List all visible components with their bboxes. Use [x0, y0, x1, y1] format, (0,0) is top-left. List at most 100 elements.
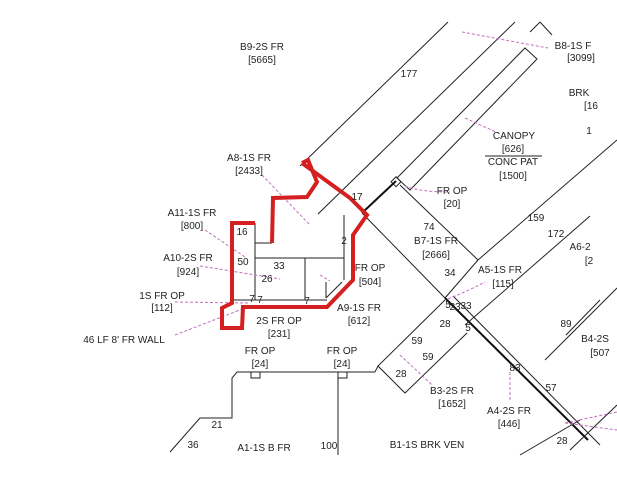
- wall-line: [325, 281, 343, 299]
- sketch-label: [1652]: [438, 399, 466, 410]
- leader-line: [564, 422, 617, 431]
- wall-line: [374, 365, 379, 373]
- sketch-label: 7: [304, 296, 310, 307]
- sketch-label: [24]: [252, 359, 269, 370]
- leader-line: [174, 307, 246, 336]
- sketch-label: 28: [556, 436, 568, 447]
- sketch-label: 50: [237, 257, 249, 268]
- sketch-label: 26: [261, 274, 273, 285]
- sketch-label: 59: [411, 336, 423, 347]
- leader-line: [174, 301, 251, 304]
- sketch-label: B4-2S: [581, 334, 609, 345]
- wall-line: [169, 371, 375, 453]
- sketch-label: 7: [257, 295, 263, 306]
- sketch-label: 33: [273, 261, 285, 272]
- sketch-label: 1: [586, 126, 592, 137]
- sketch-label: [612]: [348, 316, 370, 327]
- sketch-label: B1-1S BRK VEN: [390, 440, 464, 451]
- wall-line: [377, 299, 468, 394]
- sketch-label: [112]: [151, 303, 173, 314]
- sketch-label: FR OP: [245, 346, 276, 357]
- wall-line: [444, 259, 479, 299]
- subject-outline: [220, 161, 370, 330]
- sketch-label: B9-2S FR: [240, 42, 284, 53]
- wall-line: [299, 21, 449, 167]
- sketch-label: 33: [460, 301, 472, 312]
- sketch-label: 89: [560, 319, 572, 330]
- sketch-label: [2: [585, 256, 594, 267]
- sketch-label: 16: [236, 227, 248, 238]
- sketch-label: 1S FR OP: [139, 291, 185, 302]
- wall-line: [464, 215, 591, 326]
- sketch-label: B8-1S F: [555, 41, 592, 52]
- sketch-label: [5665]: [248, 55, 276, 66]
- sketch-label: 74: [423, 222, 435, 233]
- leader-line: [447, 281, 486, 300]
- sketch-label: B3-2S FR: [430, 386, 474, 397]
- sketch-label: 21: [211, 420, 223, 431]
- sketch-label: 17: [351, 192, 363, 203]
- sketch-label: 2: [341, 236, 347, 247]
- sketch-label: 34: [444, 268, 456, 279]
- sketch-label: 2S FR OP: [256, 316, 302, 327]
- sketch-label: 159: [528, 213, 545, 224]
- leader-line: [464, 117, 499, 134]
- sketch-label: A5-1S FR: [478, 265, 522, 276]
- sketch-label: [626]: [502, 144, 524, 155]
- leader-line: [204, 229, 246, 258]
- wall-line: [399, 184, 479, 261]
- sketch-label: 28: [395, 369, 407, 380]
- leader-line: [261, 174, 311, 226]
- wall-line: [477, 139, 617, 261]
- sketch-label: [800]: [181, 221, 203, 232]
- subject-outline: [270, 157, 320, 244]
- sketch-label: 23: [449, 302, 461, 313]
- sketch-lines: [169, 21, 617, 456]
- sketch-label: A11-1S FR: [168, 208, 217, 219]
- sketch-label: B7-1S FR: [414, 236, 458, 247]
- sketch-label: 83: [509, 363, 521, 374]
- sketch-label: [924]: [177, 267, 199, 278]
- sketch-label: 36: [187, 440, 199, 451]
- sketch-label: [24]: [334, 359, 351, 370]
- sketch-label: FR OP: [355, 263, 386, 274]
- sketch-label: 172: [548, 229, 565, 240]
- wall-line: [452, 295, 601, 446]
- wall-line: [565, 299, 601, 336]
- leader-line: [404, 185, 451, 193]
- fr-op-marker: [337, 371, 348, 379]
- sketch-label: 5: [465, 323, 471, 334]
- sketch-label: [20]: [444, 199, 461, 210]
- sketch-label: [504]: [359, 277, 381, 288]
- wall-line: [317, 21, 516, 215]
- sketch-label: [231]: [268, 329, 290, 340]
- sketch-label: A10-2S FR: [163, 253, 212, 264]
- leader-line: [564, 411, 617, 424]
- sketch-label: A1-1S B FR: [237, 443, 290, 454]
- wall-line: [361, 212, 446, 299]
- wall-line: [529, 21, 541, 33]
- sketch-label: CONC PAT: [488, 157, 538, 168]
- sketch-label: BRK: [569, 88, 590, 99]
- sketch-label: FR OP: [327, 346, 358, 357]
- wall-line: [539, 21, 553, 36]
- wall-line: [519, 419, 581, 456]
- leader-line: [461, 31, 549, 49]
- sketch-label: A9-1S FR: [337, 303, 381, 314]
- sketch-label: 28: [439, 319, 451, 330]
- sketch-label: 7: [249, 294, 255, 305]
- sketch-label: [446]: [498, 419, 520, 430]
- sketch-label: [2666]: [422, 250, 450, 261]
- sketch-label: 5: [445, 300, 451, 311]
- canopy-strip: [396, 47, 538, 191]
- wall-line: [361, 180, 397, 214]
- sketch-label: [3099]: [567, 53, 595, 64]
- sketch-label: 177: [401, 69, 418, 80]
- sketch-label: A4-2S FR: [487, 406, 531, 417]
- sketch-label: [16: [584, 101, 598, 112]
- sketch-label: FR OP: [437, 186, 468, 197]
- sketch-label: 100: [321, 441, 338, 452]
